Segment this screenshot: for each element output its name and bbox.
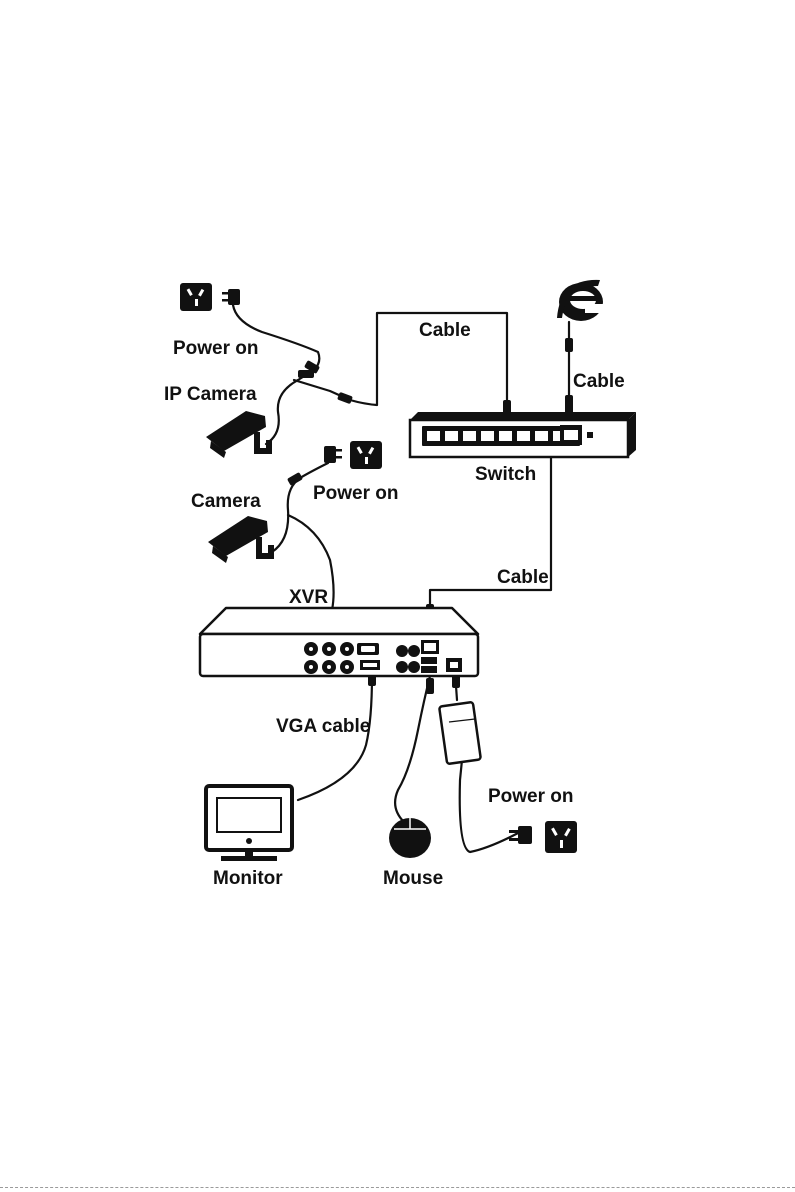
power-outlet-icon xyxy=(180,283,212,311)
power-on-label-xvr: Power on xyxy=(488,786,574,807)
network-cable-ip-camera xyxy=(294,313,507,422)
camera-label: Camera xyxy=(191,491,261,512)
switch-label: Switch xyxy=(475,464,536,485)
cable-label-top: Cable xyxy=(419,320,471,341)
vga-cable-label: VGA cable xyxy=(276,716,370,737)
xvr-label: XVR xyxy=(289,587,328,608)
internet-explorer-icon xyxy=(557,280,603,321)
power-plug-icon xyxy=(324,446,342,463)
page-bottom-rule xyxy=(0,1187,795,1188)
xvr-recorder-icon xyxy=(200,608,478,676)
mouse-label: Mouse xyxy=(383,868,443,889)
cable-label-switch-xvr: Cable xyxy=(497,567,549,588)
mouse-icon xyxy=(389,818,431,858)
power-outlet-icon xyxy=(350,441,382,469)
network-switch-icon xyxy=(410,412,636,457)
monitor-label: Monitor xyxy=(213,868,283,889)
vga-cable xyxy=(298,675,372,800)
ip-camera-icon xyxy=(206,411,272,458)
ip-camera-label: IP Camera xyxy=(164,384,257,405)
monitor-icon xyxy=(206,786,292,861)
power-plug-icon xyxy=(222,289,240,305)
power-adapter-icon xyxy=(439,702,481,764)
cable-label-internet: Cable xyxy=(573,371,625,392)
mouse-cable xyxy=(395,676,430,822)
camera-icon xyxy=(208,516,274,563)
power-outlet-icon xyxy=(545,821,577,853)
power-on-label-top: Power on xyxy=(173,338,259,359)
power-on-label-camera: Power on xyxy=(313,483,399,504)
